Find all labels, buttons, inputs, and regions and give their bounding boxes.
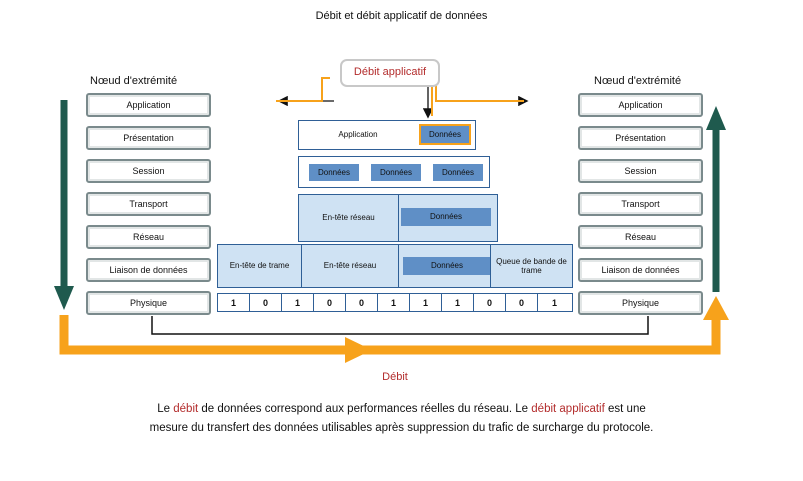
bit: 0: [346, 294, 378, 311]
bit: 1: [551, 297, 557, 308]
application-pdu-row: Application Données: [298, 120, 476, 150]
bit: 1: [378, 294, 410, 311]
bit: 1: [218, 294, 250, 311]
goodput-callout: Débit applicatif: [340, 59, 440, 87]
right-layer-transport: Transport: [578, 192, 703, 216]
bit: 0: [506, 294, 538, 311]
frame-header: En-tête de trame: [218, 245, 302, 287]
transport-data-2: Données: [371, 164, 421, 181]
datalink-frame-row: En-tête de trame En-tête réseau Données …: [217, 244, 573, 288]
debit-path: [59, 315, 721, 355]
left-layer-session: Session: [86, 159, 211, 183]
right-layer-network: Réseau: [578, 225, 703, 249]
network-pdu-row: En-tête réseau Données: [298, 194, 498, 242]
right-layer-datalink: Liaison de données: [578, 258, 703, 282]
right-layer-presentation: Présentation: [578, 126, 703, 150]
frame-data: Données: [403, 257, 491, 275]
application-header: Application: [338, 130, 378, 140]
network-data: Données: [401, 208, 491, 226]
right-osi-stack: Application Présentation Session Transpo…: [578, 93, 703, 318]
caption-text-2: de données correspond aux performances r…: [198, 403, 532, 415]
right-layer-physical: Physique: [578, 291, 703, 315]
bit: 0: [314, 294, 346, 311]
transport-data-1: Données: [309, 164, 359, 181]
right-layer-application: Application: [578, 93, 703, 117]
bit: 1: [442, 294, 474, 311]
bit: 0: [474, 294, 506, 311]
caption: Le débit de données correspond aux perfo…: [0, 400, 803, 438]
left-node-label: Nœud d'extrémité: [90, 75, 178, 87]
bit: 1: [282, 294, 314, 311]
transport-data-3: Données: [433, 164, 483, 181]
caption-term-debit: débit: [173, 403, 199, 415]
bit-stream-row: 1 0 1 0 0 1 1 1 0 0 1: [217, 293, 573, 312]
network-header: En-tête réseau: [299, 195, 399, 241]
frame-network-header: En-tête réseau: [302, 245, 399, 287]
caption-term-debit-applicatif: débit applicatif: [531, 403, 605, 415]
transport-pdu-row: Données Données Données: [298, 156, 490, 188]
left-layer-datalink: Liaison de données: [86, 258, 211, 282]
left-osi-stack: Application Présentation Session Transpo…: [86, 93, 211, 318]
bit: 0: [250, 294, 282, 311]
caption-text-3: est une mesure du transfert des données …: [149, 403, 654, 434]
left-layer-presentation: Présentation: [86, 126, 211, 150]
debit-arrowhead-up: [703, 296, 729, 320]
frame-trailer: Queue de bande de trame: [490, 245, 572, 287]
debit-label: Débit: [382, 371, 408, 383]
bit: 1: [410, 294, 442, 311]
application-data: Données: [419, 124, 471, 145]
left-layer-network: Réseau: [86, 225, 211, 249]
diagram-title: Débit et débit applicatif de données: [315, 10, 488, 22]
left-layer-application: Application: [86, 93, 211, 117]
left-layer-physical: Physique: [86, 291, 211, 315]
right-node-label: Nœud d'extrémité: [594, 75, 682, 87]
right-layer-session: Session: [578, 159, 703, 183]
physical-link: [151, 316, 649, 335]
debit-arrowhead-mid: [345, 337, 372, 363]
caption-text-1: Le: [157, 403, 174, 415]
left-layer-transport: Transport: [86, 192, 211, 216]
